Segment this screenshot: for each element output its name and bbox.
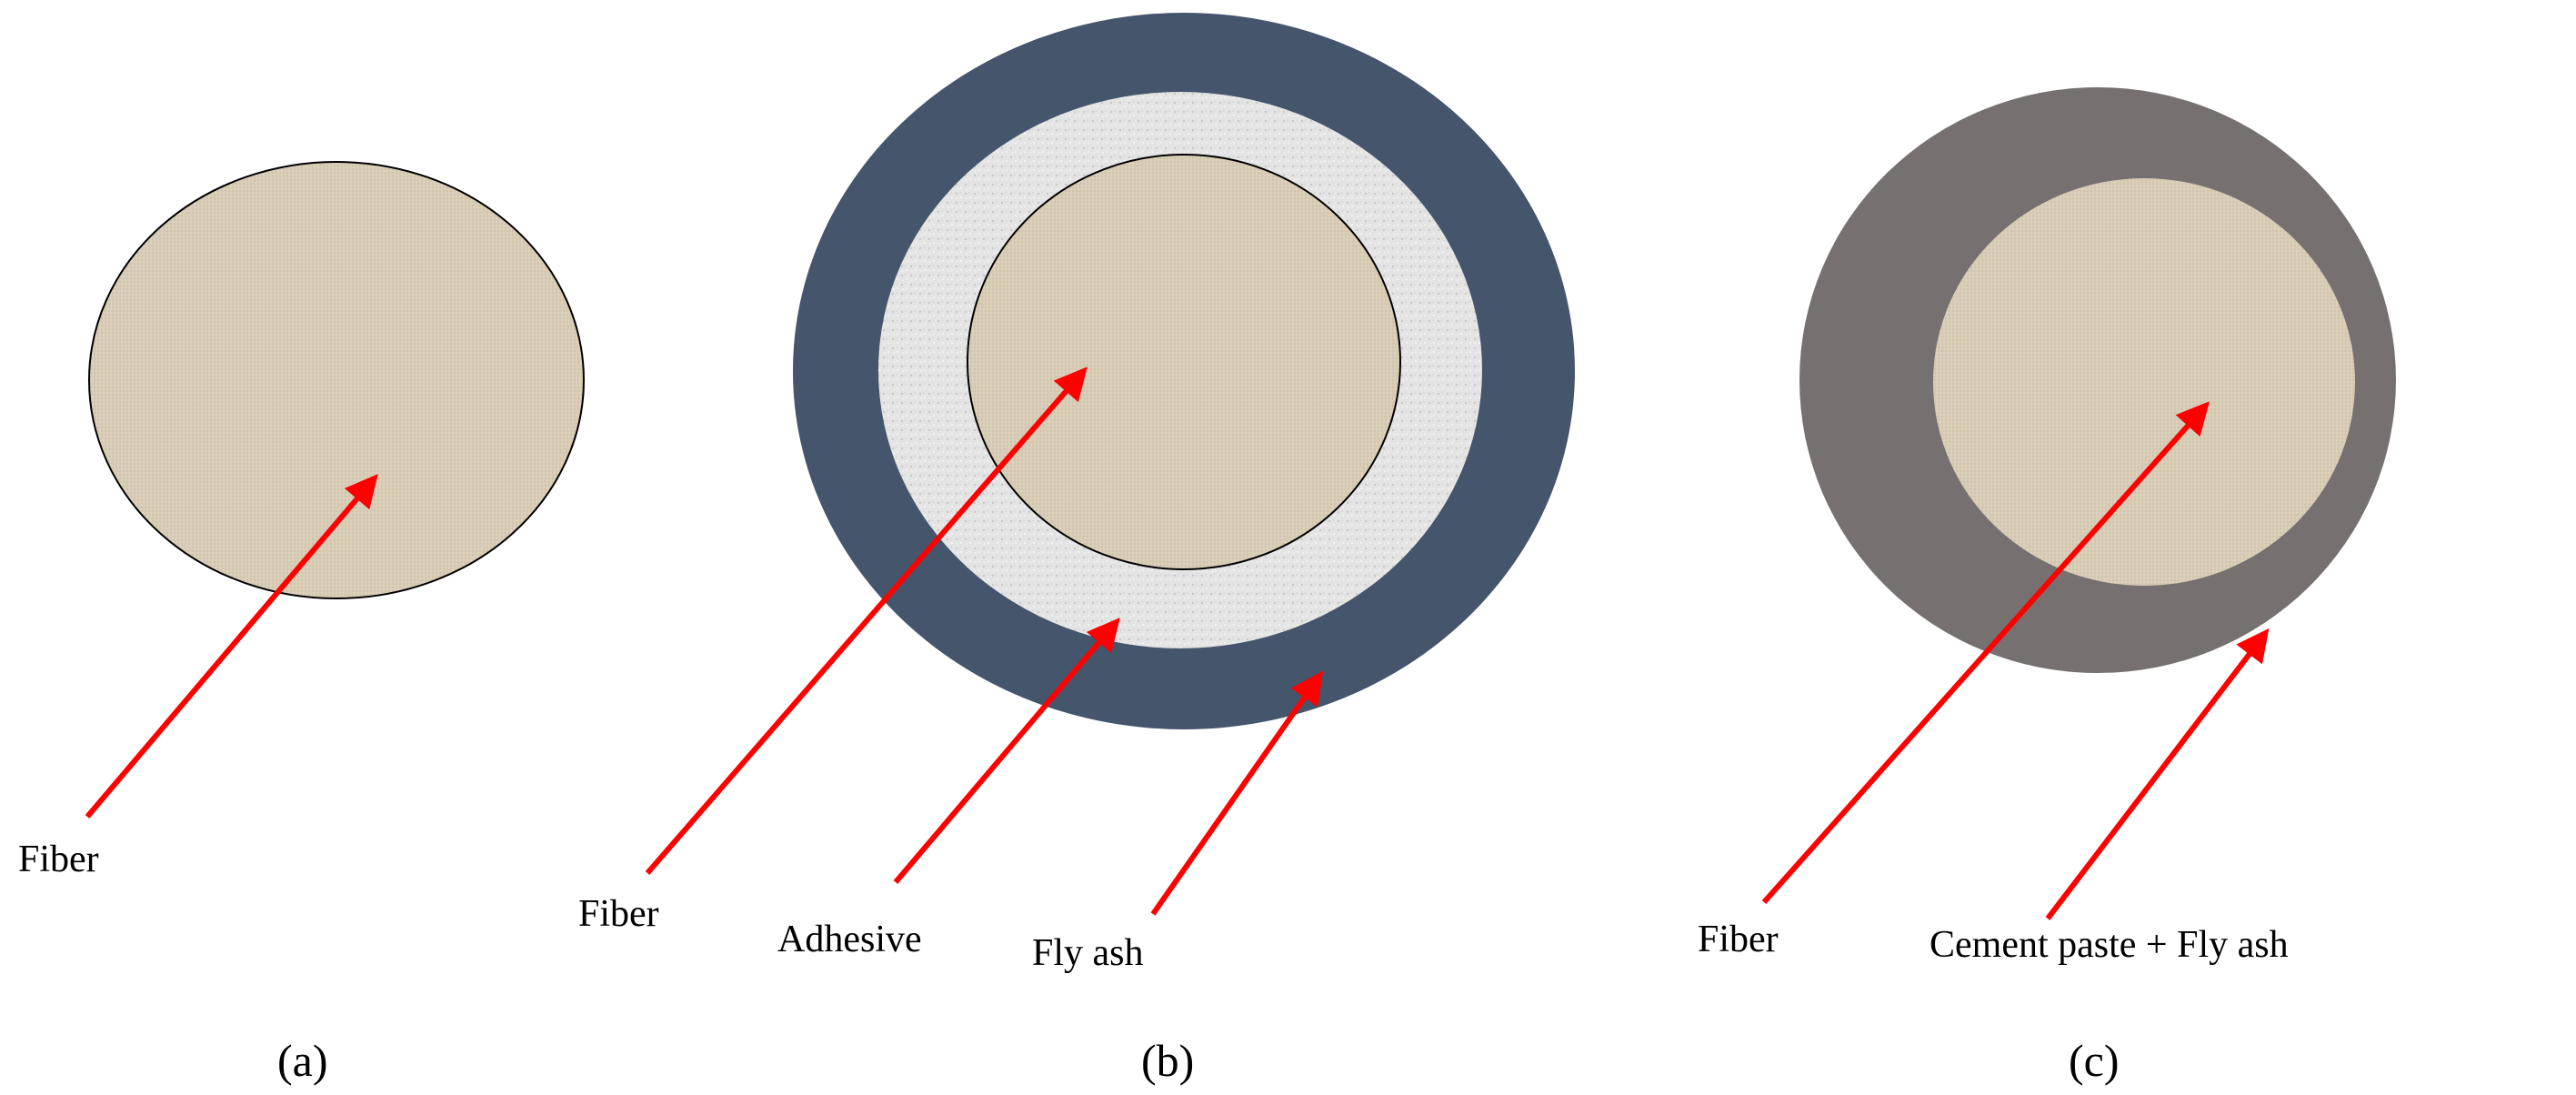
fiber-label: Fiber (578, 893, 659, 935)
fiber-arrow (1761, 401, 2210, 904)
panel-caption-c: (c) (2069, 1035, 2120, 1086)
cement-fly-ash-label: Cement paste + Fly ash (1929, 924, 2289, 966)
fly-ash-label: Fly ash (1032, 932, 1144, 974)
cement-fly-ash-arrow (2045, 628, 2270, 920)
fiber-label: Fiber (18, 839, 99, 880)
panel-b: Fiber Adhesive Fly ash (b) (578, 13, 1575, 1086)
panel-caption-a: (a) (277, 1035, 328, 1086)
panel-caption-b: (b) (1141, 1035, 1194, 1086)
adhesive-arrow (893, 618, 1120, 884)
fiber-circle (88, 161, 585, 599)
panel-c: Fiber Cement paste + Fly ash (c) (1698, 87, 2396, 1086)
fly-ash-arrow (1150, 670, 1324, 916)
fiber-label: Fiber (1698, 919, 1779, 960)
fiber-arrow (645, 367, 1088, 875)
fiber-arrow (85, 474, 378, 819)
fiber-circle (967, 154, 1401, 570)
adhesive-label: Adhesive (777, 919, 922, 960)
panel-a: Fiber (a) (18, 161, 585, 1086)
fiber-circle (1933, 178, 2355, 586)
